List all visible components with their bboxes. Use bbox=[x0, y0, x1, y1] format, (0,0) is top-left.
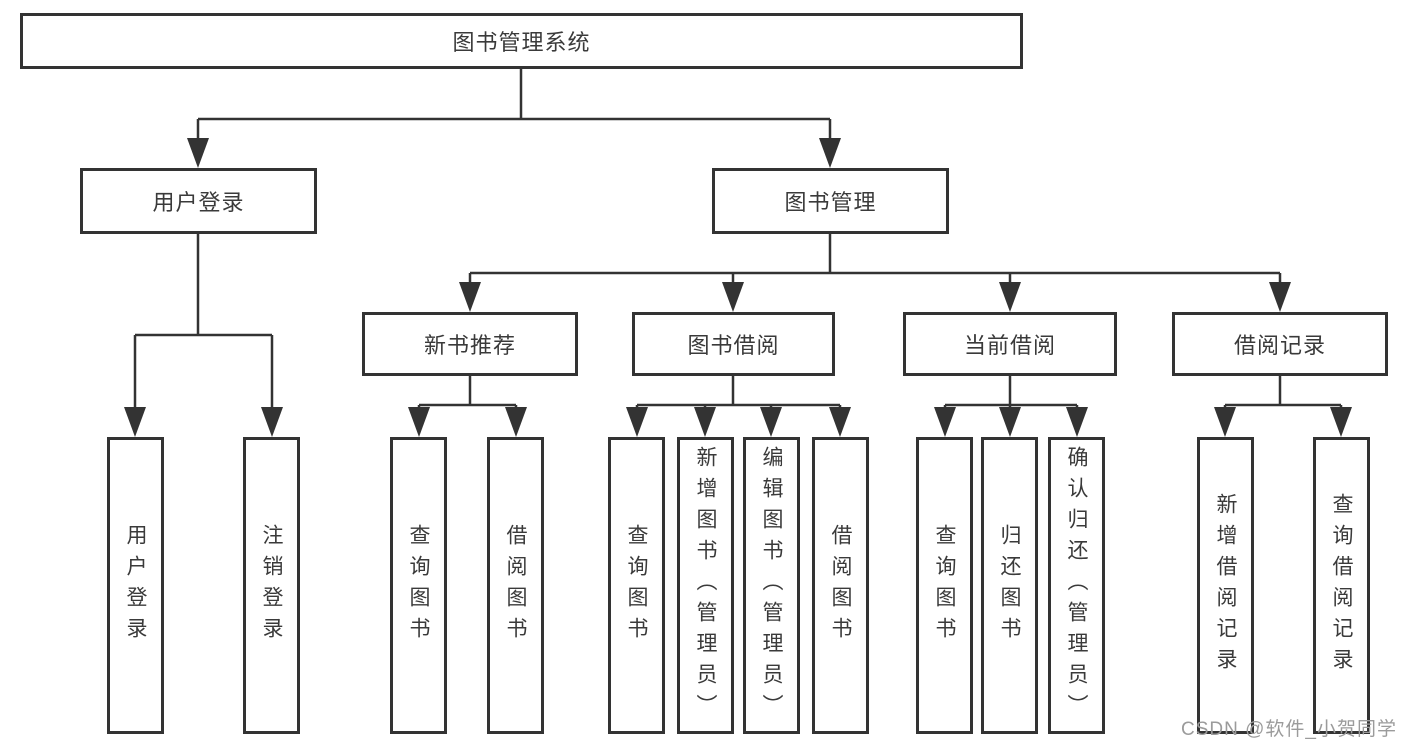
node-label: 借阅图书 bbox=[504, 523, 527, 648]
leaf-query-borrow-record: 查询借阅记录 bbox=[1313, 437, 1370, 734]
node-label: 新增图书（管理员） bbox=[694, 446, 717, 725]
node-label: 编辑图书（管理员） bbox=[760, 446, 783, 725]
node-user-login-branch: 用户登录 bbox=[80, 168, 317, 234]
node-label: 图书管理 bbox=[784, 190, 877, 215]
leaf-query-books-recommend: 查询图书 bbox=[390, 437, 447, 734]
leaf-add-books-admin: 新增图书（管理员） bbox=[677, 437, 734, 734]
leaf-edit-books-admin: 编辑图书（管理员） bbox=[743, 437, 800, 734]
node-label: 查询图书 bbox=[933, 523, 956, 648]
leaf-borrow-books-recommend: 借阅图书 bbox=[487, 437, 544, 734]
node-label: 查询图书 bbox=[625, 523, 648, 648]
leaf-add-borrow-record: 新增借阅记录 bbox=[1197, 437, 1254, 734]
node-label: 图书管理系统 bbox=[452, 30, 591, 55]
node-book-borrow: 图书借阅 bbox=[632, 312, 835, 376]
node-borrow-records: 借阅记录 bbox=[1172, 312, 1388, 376]
node-label: 图书借阅 bbox=[687, 333, 780, 358]
node-current-borrow: 当前借阅 bbox=[903, 312, 1117, 376]
node-label: 注销登录 bbox=[260, 523, 283, 648]
node-label: 新书推荐 bbox=[423, 333, 516, 358]
leaf-query-books-current: 查询图书 bbox=[916, 437, 973, 734]
node-label: 借阅记录 bbox=[1233, 333, 1326, 358]
node-label: 查询图书 bbox=[407, 523, 430, 648]
node-new-book-recommend: 新书推荐 bbox=[362, 312, 578, 376]
leaf-user-login: 用户登录 bbox=[107, 437, 164, 734]
leaf-query-books-borrow: 查询图书 bbox=[608, 437, 665, 734]
node-library-management-system: 图书管理系统 bbox=[20, 13, 1023, 69]
node-label: 归还图书 bbox=[998, 523, 1021, 648]
node-book-management-branch: 图书管理 bbox=[712, 168, 949, 234]
leaf-logout: 注销登录 bbox=[243, 437, 300, 734]
leaf-return-books: 归还图书 bbox=[981, 437, 1038, 734]
node-label: 用户登录 bbox=[124, 523, 147, 648]
node-label: 查询借阅记录 bbox=[1330, 492, 1353, 679]
leaf-borrow-books: 借阅图书 bbox=[812, 437, 869, 734]
node-label: 确认归还（管理员） bbox=[1065, 446, 1088, 725]
node-label: 用户登录 bbox=[152, 190, 245, 215]
node-label: 新增借阅记录 bbox=[1214, 492, 1237, 679]
csdn-watermark: CSDN @软件_小贺同学 bbox=[1181, 719, 1397, 740]
leaf-confirm-return-admin: 确认归还（管理员） bbox=[1048, 437, 1105, 734]
node-label: 当前借阅 bbox=[963, 333, 1056, 358]
node-label: 借阅图书 bbox=[829, 523, 852, 648]
